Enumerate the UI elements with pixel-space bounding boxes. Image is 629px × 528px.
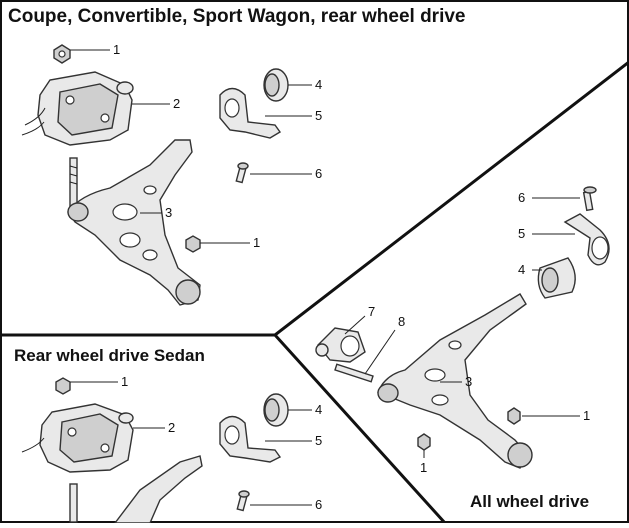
section-title-awd: All wheel drive — [470, 492, 590, 511]
sedan-bolt — [69, 483, 78, 523]
coupe-bracket — [21, 71, 134, 146]
sedan-small-bolt — [236, 490, 250, 512]
awd-nut-1-lower — [417, 433, 431, 451]
sedan-mount-bracket — [219, 415, 282, 463]
callout-awd-4: 4 — [518, 262, 525, 277]
callout-coupe-4: 4 — [315, 77, 322, 92]
awd-nut-1 — [507, 407, 521, 425]
callout-awd-7: 7 — [368, 304, 375, 319]
callout-coupe-1: 1 — [113, 42, 120, 57]
sedan-callouts: 1 2 4 5 6 — [70, 374, 322, 512]
coupe-small-bolt — [235, 162, 249, 184]
callout-coupe-6: 6 — [315, 166, 322, 181]
section-divider-lower — [273, 333, 447, 525]
callout-sedan-6: 6 — [315, 497, 322, 512]
sedan-nut — [55, 377, 71, 395]
coupe-mount-bracket — [219, 87, 282, 139]
awd-bushing-7 — [315, 327, 366, 363]
callout-sedan-4: 4 — [315, 402, 322, 417]
callout-awd-1: 1 — [583, 408, 590, 423]
section-title-coupe: Coupe, Convertible, Sport Wagon, rear wh… — [8, 6, 466, 27]
awd-bolt-6 — [582, 186, 597, 212]
sedan-control-arm-partial — [113, 455, 203, 524]
coupe-callouts: 1 2 4 5 6 3 1 — [70, 42, 322, 250]
callout-sedan-1: 1 — [121, 374, 128, 389]
coupe-nut — [53, 44, 71, 64]
awd-bracket-5 — [563, 213, 610, 266]
callout-coupe-3: 3 — [165, 205, 172, 220]
section-title-sedan: Rear wheel drive Sedan — [14, 346, 205, 365]
awd-parts — [315, 186, 610, 469]
callout-awd-8: 8 — [398, 314, 405, 329]
callout-coupe-5: 5 — [315, 108, 322, 123]
callout-coupe-1-lower: 1 — [253, 235, 260, 250]
awd-bushing-4 — [537, 257, 576, 299]
coupe-parts — [21, 44, 289, 306]
coupe-bushing — [263, 68, 289, 102]
sedan-parts — [21, 377, 289, 524]
sedan-bushing — [263, 393, 289, 427]
coupe-nut-lower — [185, 235, 201, 253]
coupe-control-arm — [67, 139, 201, 306]
callout-awd-1-lower: 1 — [420, 460, 427, 475]
callout-sedan-2: 2 — [168, 420, 175, 435]
awd-bolt-8 — [334, 363, 374, 383]
callout-awd-6: 6 — [518, 190, 525, 205]
callout-sedan-5: 5 — [315, 433, 322, 448]
sedan-bracket — [21, 403, 134, 473]
callout-awd-5: 5 — [518, 226, 525, 241]
awd-control-arm-3 — [377, 293, 533, 469]
callout-coupe-2: 2 — [173, 96, 180, 111]
callout-awd-3: 3 — [465, 374, 472, 389]
coupe-bolt — [69, 157, 78, 207]
awd-callouts: 6 5 4 7 8 3 1 1 — [344, 190, 590, 475]
